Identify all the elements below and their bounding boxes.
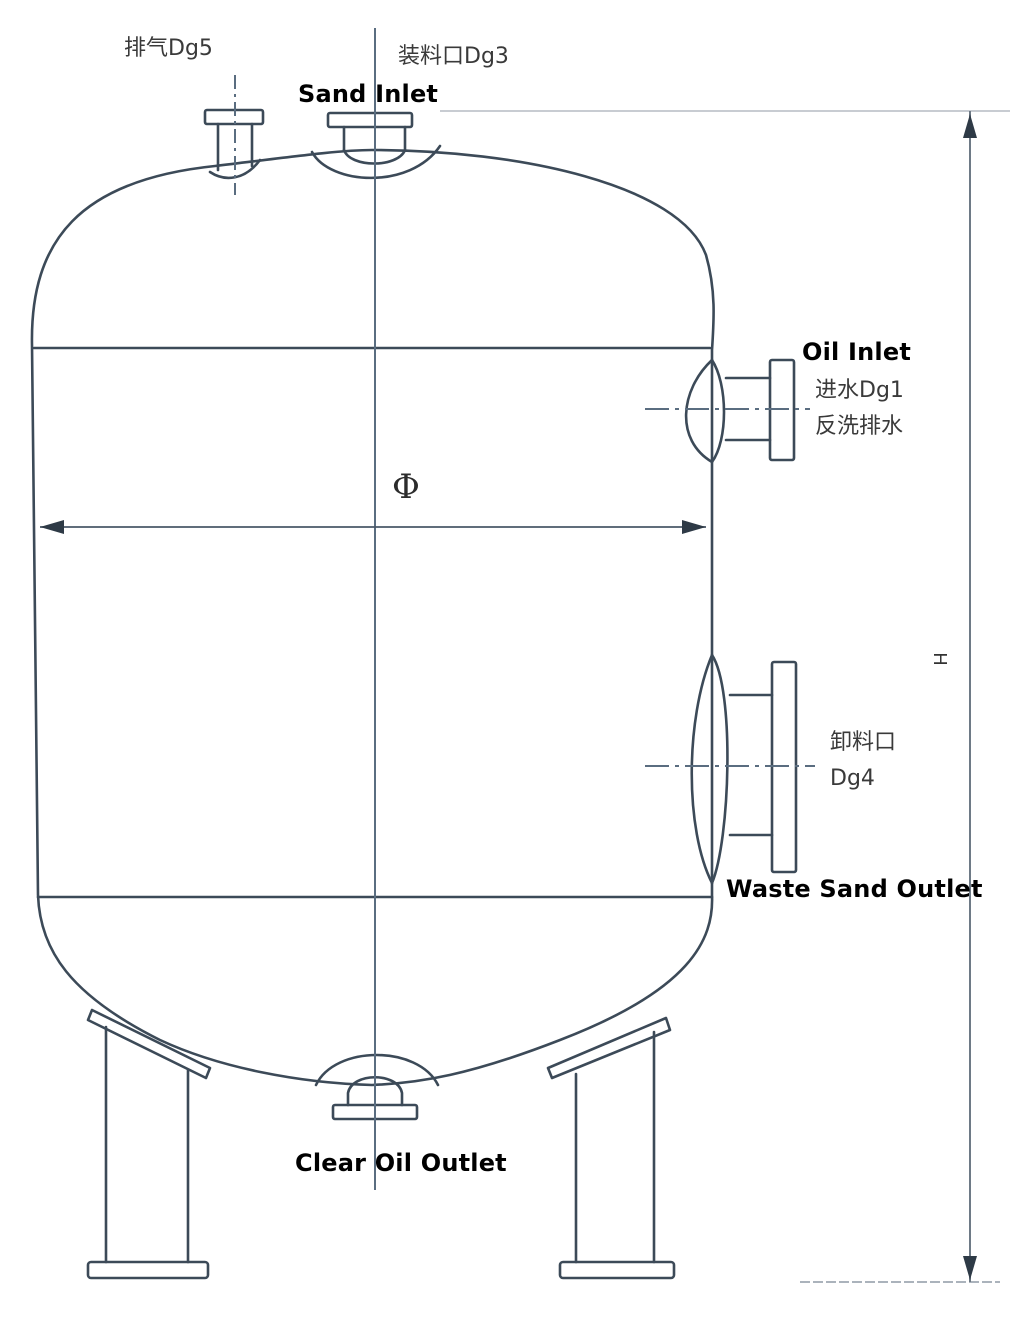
vessel-shell <box>30 148 715 1087</box>
waste-outlet-label-cn-line1: 卸料口 <box>830 730 897 755</box>
oil-inlet-nozzle <box>684 358 796 464</box>
waste-sand-outlet-label: Waste Sand Outlet <box>726 875 983 903</box>
vent-label-cn: 排气Dg5 <box>124 36 213 61</box>
waste-outlet-label-cn-line2: Dg4 <box>830 766 875 791</box>
oil-inlet-label-cn-line2: 反洗排水 <box>815 414 904 439</box>
left-leg <box>86 1008 212 1280</box>
oil-inlet-label: Oil Inlet <box>802 338 912 366</box>
sand-inlet-label-cn: 装料口Dg3 <box>398 44 509 69</box>
diameter-dimension <box>40 520 706 534</box>
height-dimension <box>440 110 1010 1283</box>
waste-sand-outlet-nozzle <box>690 653 798 885</box>
clear-oil-outlet-label: Clear Oil Outlet <box>295 1149 507 1177</box>
clear-oil-outlet-nozzle <box>314 1053 440 1121</box>
right-leg <box>546 1016 676 1280</box>
height-symbol: H <box>928 652 950 666</box>
oil-inlet-label-cn-line1: 进水Dg1 <box>815 378 904 403</box>
diameter-symbol: Φ <box>392 467 420 507</box>
sand-inlet-label: Sand Inlet <box>298 80 439 108</box>
